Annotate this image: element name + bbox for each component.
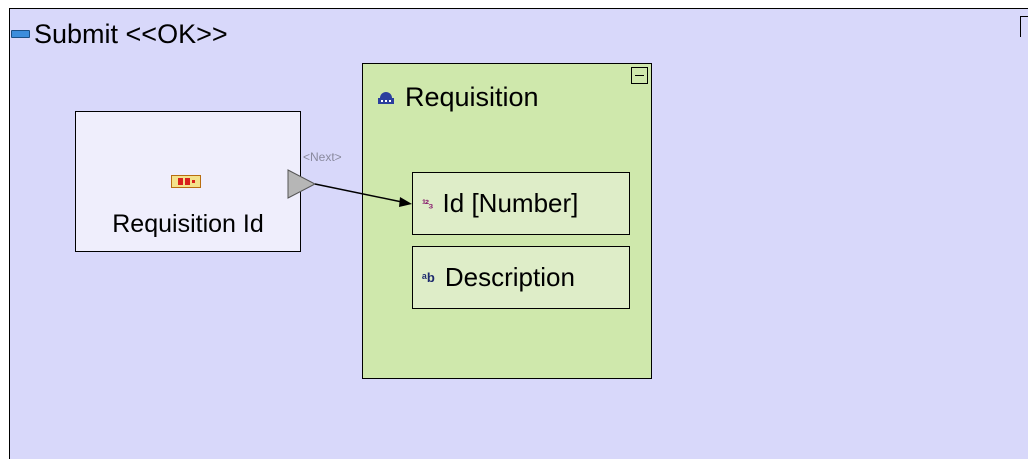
diagram-title-row: Submit <<OK>> <box>11 16 228 52</box>
activity-icon <box>11 30 30 38</box>
entity-header: Requisition <box>377 82 539 113</box>
connector-arrowhead <box>399 197 412 207</box>
number-type-icon: ¹²₃ <box>422 196 434 211</box>
entity-icon <box>378 91 394 104</box>
output-port[interactable] <box>287 169 317 199</box>
connector-label: <Next> <box>303 150 342 164</box>
collapse-button[interactable] <box>631 67 648 84</box>
field-id[interactable]: ¹²₃ Id [Number] <box>412 172 630 235</box>
text-type-icon: ᵃb <box>422 270 435 285</box>
number-sequence-icon <box>171 175 201 188</box>
entity-requisition[interactable]: Requisition ¹²₃ Id [Number] ᵃb Descripti… <box>362 63 652 379</box>
field-description-label: Description <box>444 262 575 292</box>
field-id-label: Id [Number] <box>442 188 579 218</box>
source-node-label: Requisition Id <box>112 210 264 238</box>
diagram-title: Submit <<OK>> <box>34 18 228 49</box>
entity-title: Requisition <box>405 82 539 112</box>
connector-line[interactable] <box>314 183 403 203</box>
collapse-corner-toggle[interactable] <box>1020 16 1028 37</box>
field-description[interactable]: ᵃb Description <box>412 246 630 309</box>
